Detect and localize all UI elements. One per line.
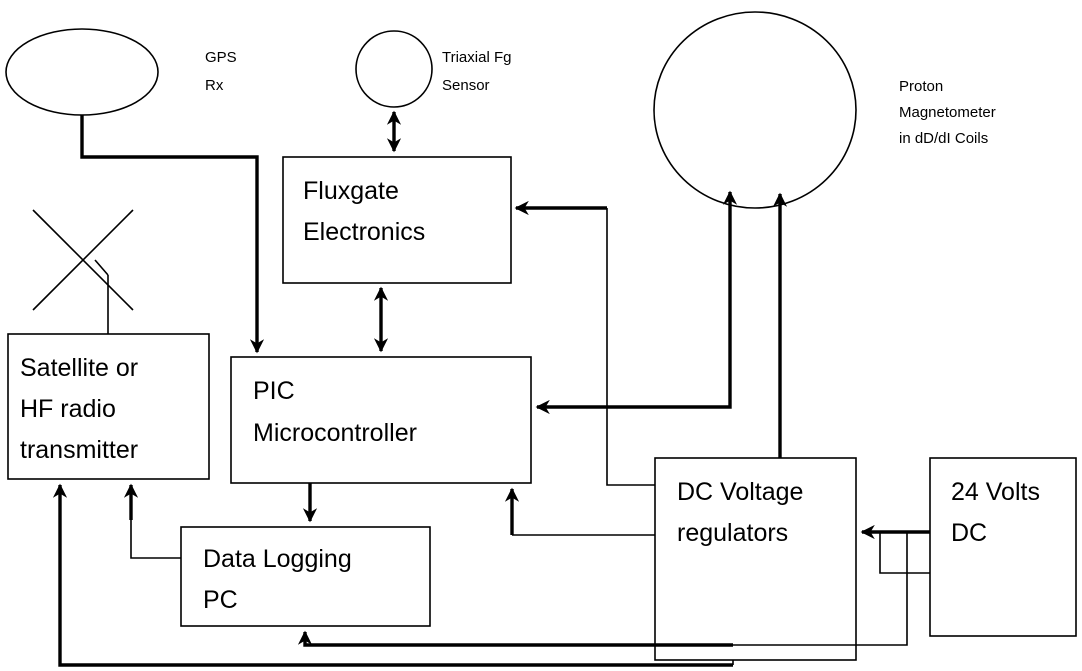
triaxial-label-line1: Triaxial Fg (442, 49, 511, 66)
satellite-label-line1: Satellite or (20, 354, 138, 382)
gps-to-pic-connector (80, 115, 265, 354)
triaxial-label-line2: Sensor (442, 77, 490, 94)
power-supply-box (929, 457, 1077, 637)
regulators-to-fluxgate-connector (606, 208, 655, 486)
logging-label-line2: PC (203, 586, 238, 614)
fluxgate-electronics-box (282, 156, 512, 284)
supply-label-line1: 24 Volts (951, 478, 1040, 506)
pic-label-line1: PIC (253, 377, 295, 405)
power-to-logging-arrow (297, 630, 733, 647)
power-to-satellite-arrow (52, 483, 733, 667)
proton-label-line3: in dD/dI Coils (899, 130, 988, 147)
proton-magnetometer-circle (653, 11, 857, 209)
power-to-satellite-connector (879, 532, 930, 574)
antenna-icon (32, 209, 134, 334)
proton-label-line2: Magnetometer (899, 104, 996, 121)
proton-label-line1: Proton (899, 78, 943, 95)
supply-label-line2: DC (951, 519, 987, 547)
triaxial-sensor-circle (355, 30, 433, 108)
power-to-logging-connector (733, 532, 908, 646)
pic-microcontroller-box (230, 356, 532, 484)
pic-label-line2: Microcontroller (253, 419, 417, 447)
regulators-label-line2: regulators (677, 519, 788, 547)
fluxgate-label-line2: Electronics (303, 218, 425, 246)
satellite-transmitter-box (7, 333, 210, 480)
pic-to-proton-connector (535, 190, 738, 415)
gps-receiver-ellipse (5, 28, 159, 116)
gps-label-line2: Rx (205, 77, 224, 94)
satellite-label-line3: transmitter (20, 436, 138, 464)
fluxgate-label-line1: Fluxgate (303, 177, 399, 205)
data-logging-pc-box (180, 526, 431, 627)
dc-regulators-box (654, 457, 857, 661)
logging-to-satellite-connector (130, 520, 181, 559)
logging-label-line1: Data Logging (203, 545, 352, 573)
gps-label-line1: GPS (205, 49, 237, 66)
satellite-label-line2: HF radio (20, 395, 116, 423)
regulators-label-line1: DC Voltage (677, 478, 803, 506)
